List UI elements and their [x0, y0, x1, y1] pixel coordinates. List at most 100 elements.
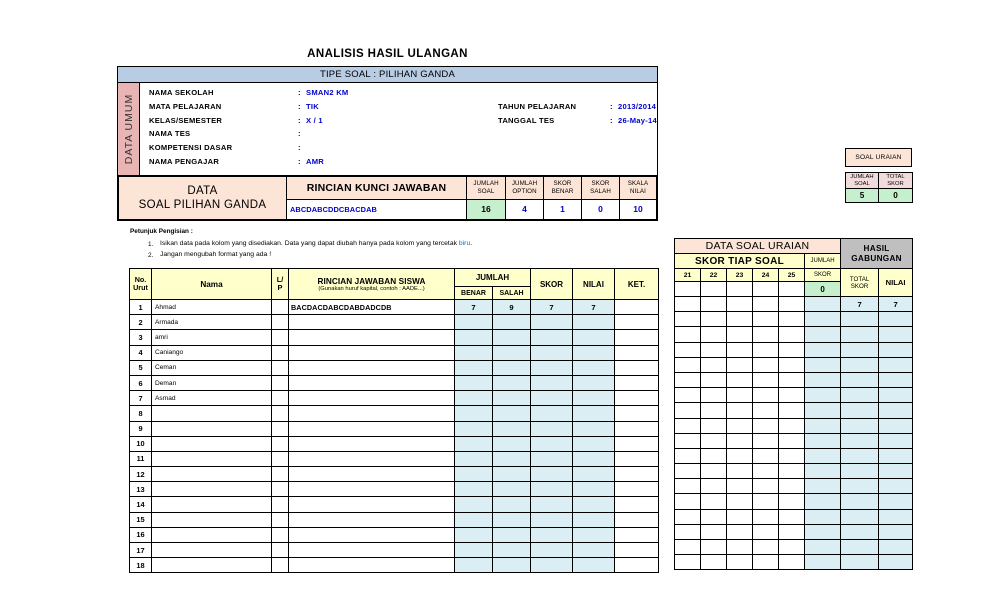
cell-ket[interactable] — [614, 298, 659, 316]
uraian-score-input[interactable] — [674, 387, 701, 404]
cell-ket[interactable] — [614, 390, 659, 407]
uraian-score-input[interactable] — [726, 371, 753, 389]
cell-ket[interactable] — [614, 420, 659, 437]
uraian-score-input[interactable] — [726, 447, 753, 465]
uraian-score-input[interactable] — [752, 371, 779, 389]
student-answers-input[interactable] — [288, 435, 455, 452]
uraian-score-input[interactable] — [674, 478, 701, 495]
uraian-score-input[interactable] — [752, 508, 779, 525]
uraian-score-input[interactable] — [674, 493, 701, 510]
uraian-score-input[interactable] — [726, 463, 753, 480]
uraian-score-input[interactable] — [700, 538, 727, 556]
student-name-input[interactable]: Deman — [151, 374, 272, 392]
student-name-input[interactable] — [151, 466, 272, 483]
uraian-score-input[interactable] — [674, 432, 701, 449]
uraian-score-input[interactable] — [700, 432, 727, 449]
uraian-score-input[interactable] — [726, 523, 753, 541]
student-name-input[interactable] — [151, 496, 272, 513]
uraian-score-input[interactable] — [700, 326, 727, 343]
student-name-input[interactable] — [151, 435, 272, 452]
uraian-score-input[interactable] — [778, 326, 805, 343]
cell-ket[interactable] — [614, 435, 659, 452]
uraian-score-input[interactable] — [778, 554, 805, 571]
student-name-input[interactable] — [151, 481, 272, 498]
uraian-score-input[interactable] — [726, 478, 753, 495]
uraian-score-input[interactable] — [726, 554, 753, 571]
student-name-input[interactable] — [151, 405, 272, 422]
student-answers-input[interactable] — [288, 314, 455, 331]
cell-ket[interactable] — [614, 481, 659, 498]
cell-ket[interactable] — [614, 557, 659, 574]
uraian-score-input[interactable] — [726, 508, 753, 525]
uraian-score-input[interactable] — [700, 478, 727, 495]
cell-ket[interactable] — [614, 374, 659, 392]
uraian-score-input[interactable] — [778, 311, 805, 328]
uraian-score-input[interactable] — [700, 402, 727, 419]
uraian-score-input[interactable] — [752, 341, 779, 358]
uraian-score-input[interactable] — [778, 538, 805, 556]
uraian-score-input[interactable] — [778, 417, 805, 434]
student-gender-input[interactable] — [271, 450, 289, 468]
cell-ket[interactable] — [614, 541, 659, 559]
uraian-score-input[interactable] — [752, 463, 779, 480]
field-value-kelas-semester[interactable]: X / 1 — [306, 115, 323, 125]
uraian-score-input[interactable] — [726, 311, 753, 328]
uraian-score-input[interactable] — [778, 463, 805, 480]
uraian-score-input[interactable] — [778, 478, 805, 495]
cell-ket[interactable] — [614, 329, 659, 346]
student-gender-input[interactable] — [271, 390, 289, 407]
uraian-score-input[interactable] — [700, 371, 727, 389]
student-answers-input[interactable] — [288, 466, 455, 483]
uraian-score-input[interactable] — [700, 523, 727, 541]
uraian-key-cell[interactable] — [700, 281, 727, 297]
uraian-score-input[interactable] — [726, 417, 753, 434]
uraian-score-input[interactable] — [726, 295, 753, 313]
student-name-input[interactable] — [151, 557, 272, 574]
student-answers-input[interactable] — [288, 405, 455, 422]
student-gender-input[interactable] — [271, 481, 289, 498]
student-gender-input[interactable] — [271, 435, 289, 452]
uraian-score-input[interactable] — [674, 341, 701, 358]
cell-ket[interactable] — [614, 405, 659, 422]
uraian-score-input[interactable] — [752, 402, 779, 419]
uraian-score-input[interactable] — [752, 311, 779, 328]
student-gender-input[interactable] — [271, 466, 289, 483]
field-value-mata-pelajaran[interactable]: TIK — [306, 101, 319, 111]
student-name-input[interactable] — [151, 420, 272, 437]
cell-ket[interactable] — [614, 466, 659, 483]
uraian-score-input[interactable] — [726, 326, 753, 343]
student-gender-input[interactable] — [271, 374, 289, 392]
uraian-key-cell[interactable] — [778, 281, 805, 297]
student-answers-input[interactable] — [288, 526, 455, 544]
uraian-score-input[interactable] — [674, 326, 701, 343]
student-gender-input[interactable] — [271, 298, 289, 316]
uraian-key-cell[interactable] — [752, 281, 779, 297]
field-value-nama-pengajar[interactable]: AMR — [306, 156, 325, 166]
uraian-score-input[interactable] — [778, 402, 805, 419]
uraian-score-input[interactable] — [700, 463, 727, 480]
uraian-score-input[interactable] — [752, 326, 779, 343]
cell-ket[interactable] — [614, 526, 659, 544]
uraian-score-input[interactable] — [700, 417, 727, 434]
uraian-score-input[interactable] — [726, 356, 753, 373]
uraian-score-input[interactable] — [752, 523, 779, 541]
uraian-score-input[interactable] — [752, 493, 779, 510]
uraian-score-input[interactable] — [726, 387, 753, 404]
uraian-score-input[interactable] — [674, 538, 701, 556]
student-gender-input[interactable] — [271, 344, 289, 361]
uraian-score-input[interactable] — [752, 356, 779, 373]
uraian-score-input[interactable] — [700, 311, 727, 328]
uraian-score-input[interactable] — [674, 356, 701, 373]
student-answers-input[interactable] — [288, 481, 455, 498]
uraian-score-input[interactable] — [778, 432, 805, 449]
student-answers-input[interactable] — [288, 374, 455, 392]
uraian-score-input[interactable] — [752, 478, 779, 495]
uraian-score-input[interactable] — [778, 371, 805, 389]
student-gender-input[interactable] — [271, 314, 289, 331]
uraian-score-input[interactable] — [700, 341, 727, 358]
student-gender-input[interactable] — [271, 541, 289, 559]
uraian-score-input[interactable] — [726, 402, 753, 419]
student-answers-input[interactable] — [288, 359, 455, 376]
uraian-score-input[interactable] — [752, 295, 779, 313]
uraian-score-input[interactable] — [752, 432, 779, 449]
